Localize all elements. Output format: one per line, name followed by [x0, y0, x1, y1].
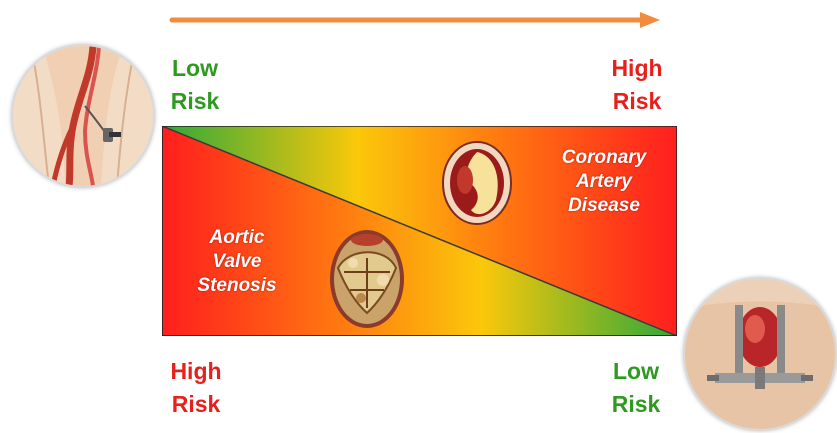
coronary-line2: Artery — [548, 170, 660, 194]
coronary-line3: Disease — [548, 194, 660, 218]
top-left-risk-label: Low Risk — [165, 52, 225, 118]
top-left-risk-line1: Low — [165, 52, 225, 85]
top-left-risk-line2: Risk — [165, 85, 225, 118]
bottom-right-risk-line1: Low — [606, 355, 666, 388]
top-arrow — [168, 8, 663, 32]
bottom-right-risk-line2: Risk — [606, 388, 666, 421]
coronary-artery-image — [441, 140, 513, 226]
calcified-valve-image — [328, 228, 406, 330]
aortic-line1: Aortic — [182, 226, 292, 250]
top-right-risk-line1: High — [605, 52, 669, 85]
transcatheter-access-image — [11, 44, 155, 188]
coronary-artery-disease-label: Coronary Artery Disease — [548, 146, 660, 218]
bottom-left-risk-line1: High — [164, 355, 228, 388]
bottom-left-risk-line2: Risk — [164, 388, 228, 421]
top-right-risk-label: High Risk — [605, 52, 669, 118]
aortic-line3: Stenosis — [182, 274, 292, 298]
bottom-left-risk-label: High Risk — [164, 355, 228, 421]
aortic-valve-stenosis-label: Aortic Valve Stenosis — [182, 226, 292, 298]
bottom-right-risk-label: Low Risk — [606, 355, 666, 421]
aortic-line2: Valve — [182, 250, 292, 274]
open-heart-surgery-image — [683, 277, 837, 431]
top-right-risk-line2: Risk — [605, 85, 669, 118]
coronary-line1: Coronary — [548, 146, 660, 170]
